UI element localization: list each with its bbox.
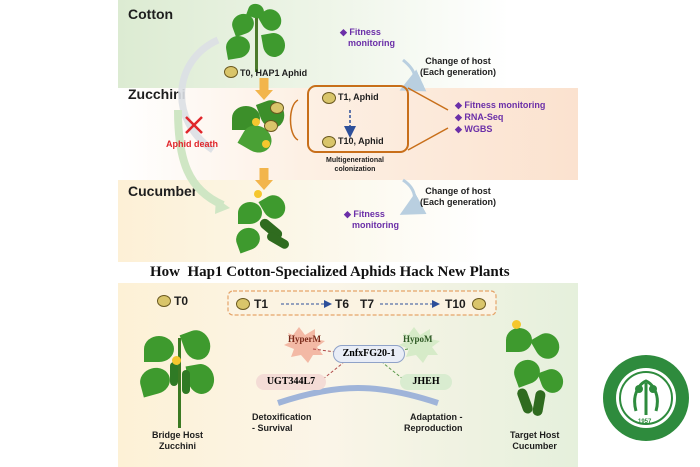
timeline-t6: T6 — [335, 297, 350, 311]
aphid-icon — [270, 102, 284, 114]
cotton-plant — [222, 1, 292, 74]
curve-arrow-left — [178, 36, 220, 153]
aphid-death-cross-icon — [183, 114, 205, 136]
znf-gene-pill: ZnfxFG20-1 — [333, 345, 405, 363]
institute-logo-icon: 1957 — [601, 353, 691, 443]
hyperm-burst — [284, 327, 325, 363]
fitness-monitoring-1: ◆ Fitness monitoring — [340, 27, 395, 48]
t0-bottom-label: T0 — [174, 294, 189, 308]
zucchini-label: Zucchini — [128, 86, 186, 102]
cotton-band — [118, 0, 578, 88]
change-host-1: Change of host(Each generation) — [420, 56, 497, 77]
hypom-burst — [399, 327, 440, 363]
jheh-gene-pill: JHEH — [400, 374, 452, 390]
detox-label: Detoxification- Survival — [252, 412, 312, 433]
aphid-icon — [472, 298, 486, 310]
analysis-item: ◆ RNA-Seq — [455, 112, 504, 122]
cucumber-plant-bottom — [494, 314, 572, 424]
cucumber-label: Cucumber — [128, 183, 198, 199]
timeline-t1: T1 — [254, 297, 269, 311]
fitness-monitoring-2: ◆ Fitness monitoring — [344, 209, 399, 230]
change-host-2: Change of host(Each generation) — [420, 186, 497, 207]
analysis-item: ◆ WGBS — [455, 124, 493, 134]
adapt-label: Adaptation -Reproduction — [404, 412, 463, 433]
aphid-icon — [224, 66, 238, 78]
page-title: How Hap1 Cotton-Specialized Aphids Hack … — [150, 264, 510, 280]
aphid-icon — [157, 295, 171, 307]
cucumber-band — [118, 180, 578, 262]
logo-year: 1957 — [638, 419, 652, 425]
aphid-icon — [322, 92, 336, 104]
t1-label: T1, Aphid — [338, 92, 379, 102]
zucchini-plant-top — [228, 96, 298, 162]
hyperm-label: HyperM — [288, 334, 321, 344]
aphid-death-label: Aphid death — [166, 139, 218, 149]
hypom-label: HypoM — [403, 334, 433, 344]
aphid-icon — [236, 298, 250, 310]
balance-arc — [277, 385, 439, 406]
aphid-icon — [322, 136, 336, 148]
aphid-icon — [264, 120, 278, 132]
ugt-gene-pill: UGT344L7 — [256, 374, 326, 390]
top-arrows — [174, 36, 449, 215]
curve-arrow-green — [174, 109, 225, 209]
cucumber-plant-top — [232, 188, 302, 258]
analysis-item: ◆ Fitness monitoring — [455, 100, 546, 110]
timeline-t10: T10 — [445, 297, 466, 311]
t10-label: T10, Aphid — [338, 136, 384, 146]
zucchini-plant-bottom — [137, 318, 220, 428]
cotton-label: Cotton — [128, 6, 174, 22]
analysis-list: ◆ Fitness monitoring ◆ RNA-Seq ◆ WGBS — [455, 99, 545, 135]
t0-hap1-label: T0, HAP1 Aphid — [240, 68, 308, 78]
timeline-t7: T7 — [360, 297, 375, 311]
